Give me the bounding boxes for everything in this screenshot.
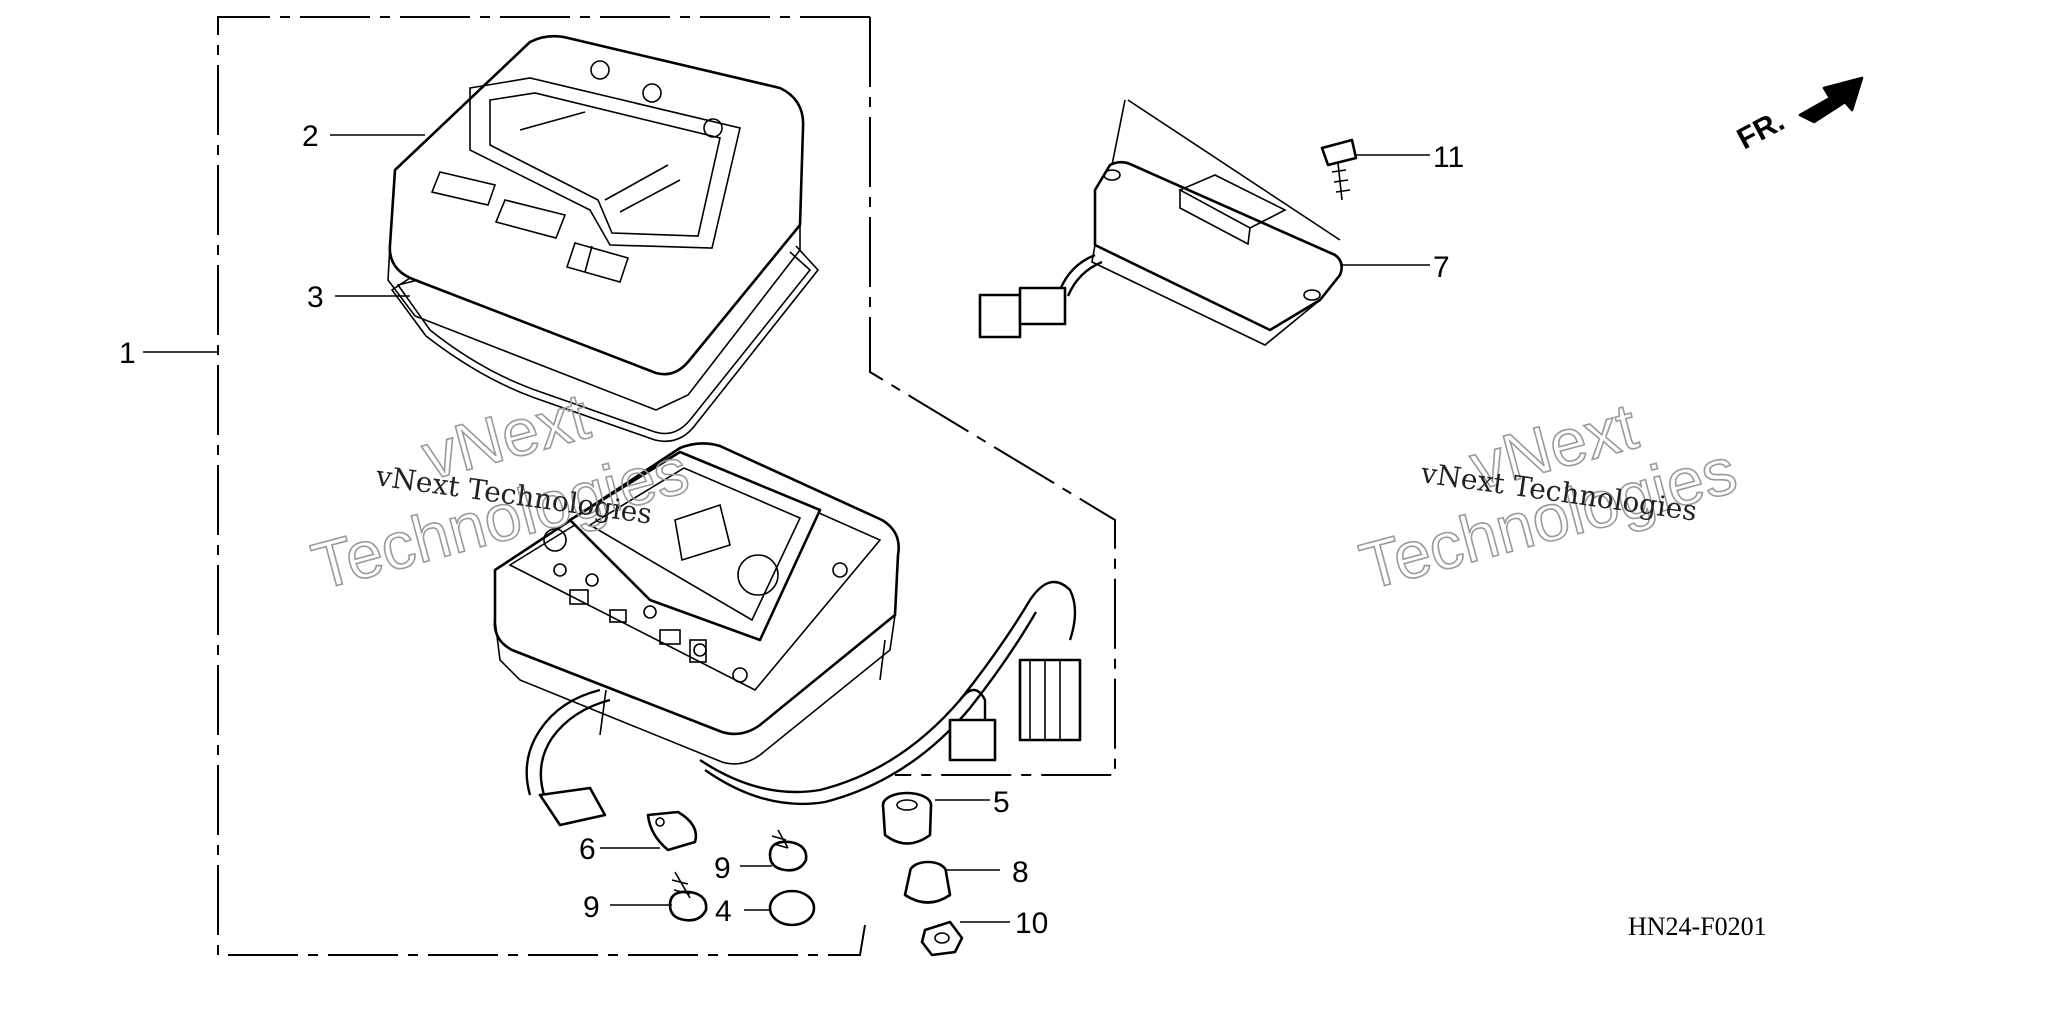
callout-11: 11 bbox=[1433, 141, 1464, 174]
callout-9a: 9 bbox=[714, 852, 731, 885]
part-7-control-unit bbox=[978, 99, 1343, 346]
wire-harness bbox=[525, 580, 1082, 827]
leader-lines bbox=[143, 134, 1430, 923]
callout-8: 8 bbox=[1012, 856, 1029, 889]
callout-2: 2 bbox=[302, 120, 319, 153]
diagram-code: HN24-F0201 bbox=[1628, 912, 1767, 941]
callout-4: 4 bbox=[715, 895, 732, 928]
callout-5: 5 bbox=[993, 786, 1010, 819]
part-11-bolt bbox=[1320, 138, 1358, 201]
part-10-nut bbox=[920, 920, 964, 957]
part-6-clamp bbox=[646, 810, 698, 852]
direction-label: FR. bbox=[1732, 104, 1790, 156]
meter-body bbox=[493, 442, 900, 765]
part-5-grommet bbox=[881, 791, 933, 845]
callout-1: 1 bbox=[119, 337, 136, 370]
callout-9b: 9 bbox=[583, 891, 600, 924]
callout-6: 6 bbox=[579, 833, 596, 866]
part-4-cap bbox=[768, 889, 816, 927]
callout-3: 3 bbox=[307, 281, 324, 314]
part-9-screw-a bbox=[768, 829, 808, 872]
watermark-right: vNext Technologies vNext Technologies bbox=[1352, 388, 1745, 605]
callout-10: 10 bbox=[1015, 907, 1048, 940]
assembly-boundary bbox=[217, 16, 1116, 956]
gasket bbox=[390, 245, 820, 443]
callout-7: 7 bbox=[1433, 251, 1450, 284]
part-9-screw-b bbox=[668, 871, 708, 922]
meter-cover bbox=[387, 34, 805, 411]
front-arrow-icon bbox=[1798, 76, 1864, 124]
part-8-collar bbox=[903, 860, 952, 904]
